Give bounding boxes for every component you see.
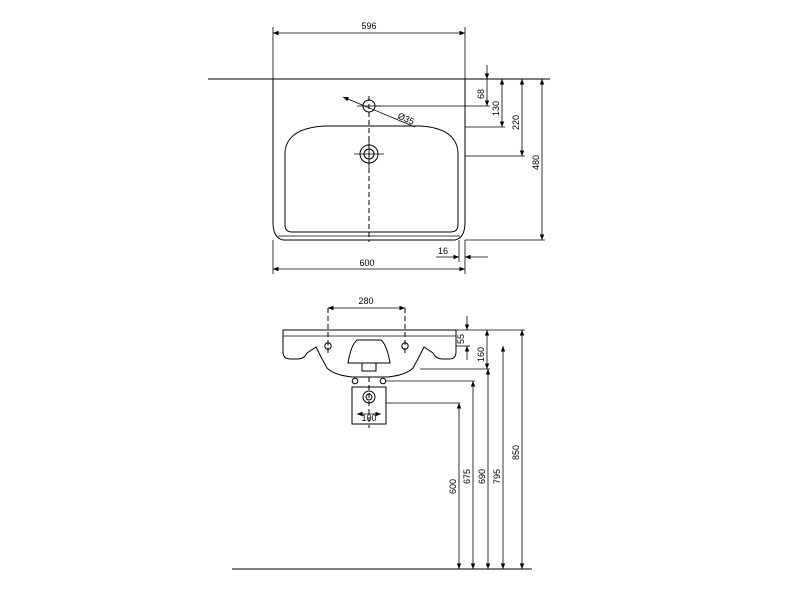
dim-850-label: 850 bbox=[511, 445, 521, 460]
dim-16-label: 16 bbox=[438, 246, 448, 256]
dim-690-label: 690 bbox=[477, 469, 487, 484]
diameter-leader bbox=[342, 96, 416, 128]
dim-130-label: 130 bbox=[491, 101, 501, 116]
dim-220-label: 220 bbox=[511, 115, 521, 130]
dim-480-label: 480 bbox=[531, 155, 541, 170]
fixing-hole-right bbox=[379, 377, 387, 385]
dim-675-label: 675 bbox=[462, 469, 472, 484]
dim-600-label: 600 bbox=[359, 258, 374, 268]
basin-bowl bbox=[284, 125, 459, 233]
dim-68-label: 68 bbox=[476, 89, 486, 99]
drain-spigot bbox=[361, 362, 377, 372]
tap-hole-diameter-label: Ø35 bbox=[396, 111, 416, 127]
front-view: 280 100 55 160 600 675 690 bbox=[232, 296, 532, 570]
trap-body bbox=[351, 386, 387, 425]
dim-596-label: 596 bbox=[361, 21, 376, 31]
bowl-drain-section bbox=[347, 339, 391, 364]
dim-280-label: 280 bbox=[358, 296, 373, 306]
basin-front-outline bbox=[282, 329, 457, 378]
dim-795-label: 795 bbox=[492, 469, 502, 484]
dim-160-label: 160 bbox=[476, 347, 486, 362]
dim-600-v-label: 600 bbox=[448, 479, 458, 494]
top-view: Ø35 596 600 16 68 130 220 480 bbox=[208, 21, 550, 274]
fixing-hole-left bbox=[351, 377, 359, 385]
dim-55-label: 55 bbox=[456, 334, 466, 344]
dim-100-label: 100 bbox=[361, 413, 376, 423]
